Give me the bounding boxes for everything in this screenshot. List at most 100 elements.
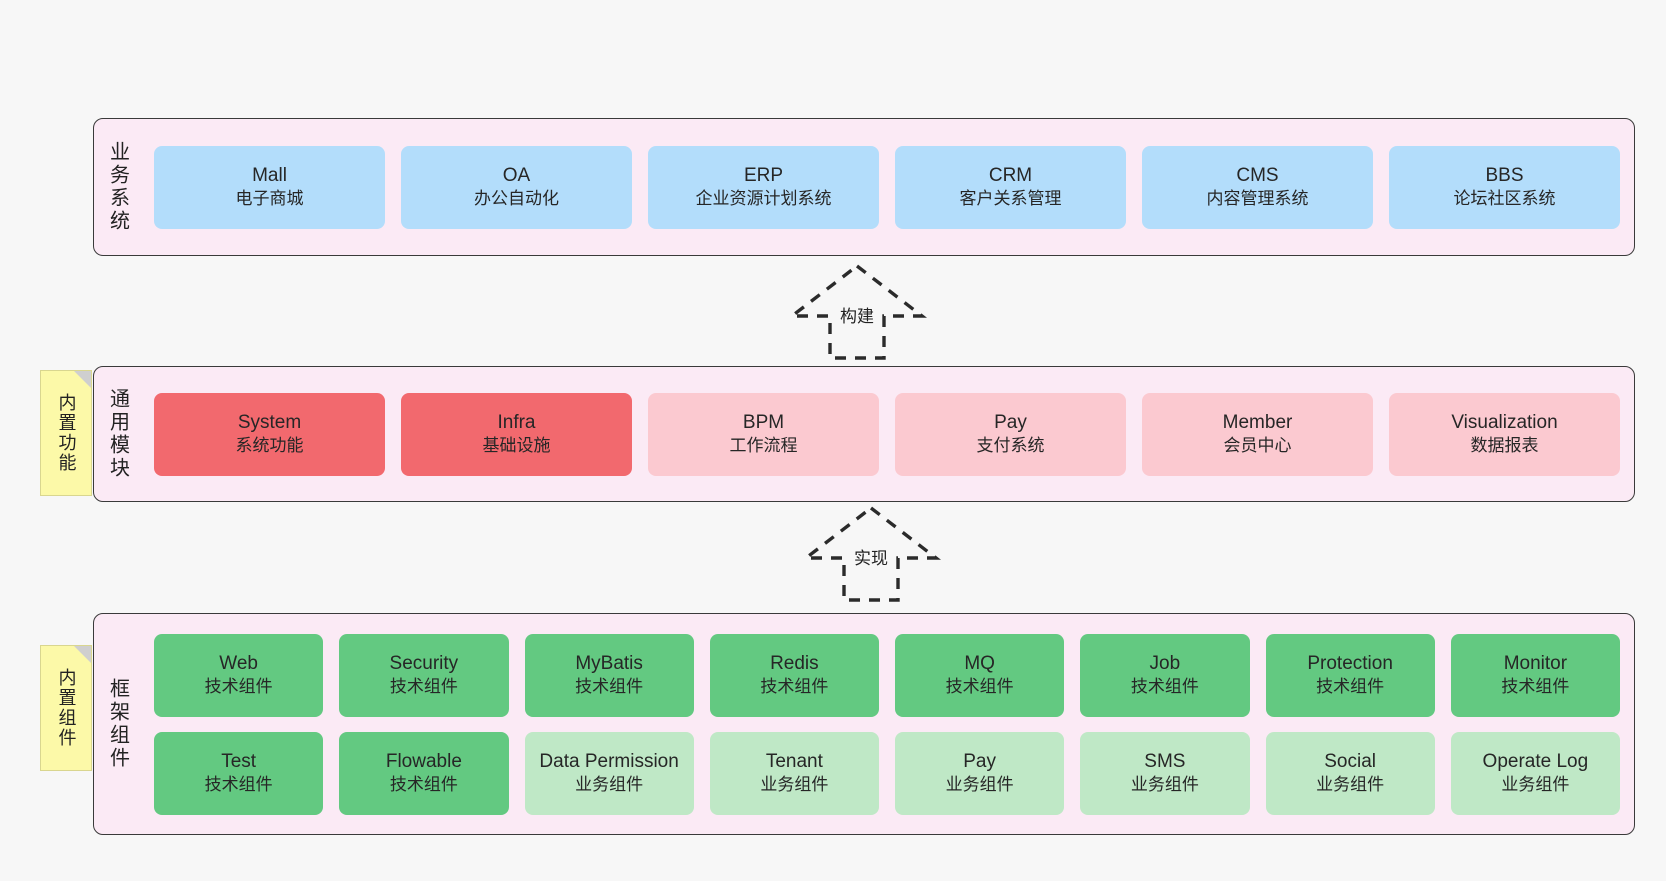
card-title-cn: 技术组件 [760, 677, 829, 697]
card-title-cn: 技术组件 [204, 775, 273, 795]
card-title-en: Test [221, 750, 257, 772]
card-title-cn: 支付系统 [976, 436, 1045, 456]
card-title-cn: 技术组件 [1130, 677, 1199, 697]
framework-card-job[interactable]: Job 技术组件 [1080, 633, 1250, 717]
framework-card-monitor[interactable]: Monitor 技术组件 [1450, 633, 1620, 717]
card-title-en: MQ [964, 652, 995, 674]
card-title-cn: 技术组件 [1501, 677, 1570, 697]
card-title-cn: 客户关系管理 [959, 189, 1062, 209]
connector-arrow-build: 构建 [772, 258, 942, 368]
card-title-cn: 会员中心 [1223, 436, 1292, 456]
layer-common-module: 通用模块 System 系统功能 Infra 基础设施 BPM 工作流程 Pay 支付系统 Me… [93, 366, 1635, 502]
card-title-en: Redis [770, 652, 819, 674]
card-title-en: Monitor [1503, 652, 1568, 674]
layer-framework-title: 框架组件 [106, 678, 129, 770]
card-title-en: Infra [497, 411, 536, 433]
layer-business-body: Mall 电子商城 OA 办公自动化 ERP 企业资源计划系统 CRM 客户关系管理 CMS 内容… [140, 119, 1634, 255]
business-card-crm[interactable]: CRM 客户关系管理 [895, 145, 1126, 229]
note-builtin-component: 内置组件 [40, 645, 92, 771]
card-title-en: Member [1222, 411, 1293, 433]
card-title-cn: 企业资源计划系统 [695, 189, 832, 209]
business-card-erp[interactable]: ERP 企业资源计划系统 [648, 145, 879, 229]
card-title-cn: 数据报表 [1470, 436, 1539, 456]
card-title-en: BBS [1485, 164, 1524, 186]
card-title-cn: 技术组件 [389, 677, 458, 697]
framework-card-operate-log[interactable]: Operate Log 业务组件 [1450, 731, 1620, 815]
framework-card-mybatis[interactable]: MyBatis 技术组件 [524, 633, 694, 717]
card-title-cn: 业务组件 [575, 775, 644, 795]
card-title-cn: 业务组件 [760, 775, 829, 795]
framework-card-tenant[interactable]: Tenant 业务组件 [709, 731, 879, 815]
framework-card-protection[interactable]: Protection 技术组件 [1265, 633, 1435, 717]
card-title-cn: 内容管理系统 [1206, 189, 1309, 209]
layer-modules-body: System 系统功能 Infra 基础设施 BPM 工作流程 Pay 支付系统 Member 会… [140, 367, 1634, 501]
card-title-cn: 办公自动化 [474, 189, 559, 209]
card-title-cn: 电子商城 [235, 189, 304, 209]
framework-card-sms[interactable]: SMS 业务组件 [1080, 731, 1250, 815]
card-title-en: Pay [963, 750, 996, 772]
module-card-visualization[interactable]: Visualization 数据报表 [1389, 392, 1620, 476]
card-title-cn: 业务组件 [1130, 775, 1199, 795]
framework-card-mq[interactable]: MQ 技术组件 [895, 633, 1065, 717]
business-card-oa[interactable]: OA 办公自动化 [401, 145, 632, 229]
card-title-en: SMS [1144, 750, 1186, 772]
card-title-en: Web [219, 652, 258, 674]
card-title-cn: 工作流程 [729, 436, 798, 456]
card-title-en: Protection [1307, 652, 1393, 674]
card-title-en: Operate Log [1482, 750, 1589, 772]
business-card-mall[interactable]: Mall 电子商城 [154, 145, 385, 229]
card-title-cn: 业务组件 [1501, 775, 1570, 795]
module-card-pay[interactable]: Pay 支付系统 [895, 392, 1126, 476]
card-title-en: BPM [742, 411, 785, 433]
card-title-cn: 论坛社区系统 [1453, 189, 1556, 209]
module-card-row: System 系统功能 Infra 基础设施 BPM 工作流程 Pay 支付系统 Member 会… [154, 392, 1620, 476]
note-builtin-function: 内置功能 [40, 370, 92, 496]
card-title-en: Security [389, 652, 459, 674]
card-title-cn: 基础设施 [482, 436, 551, 456]
framework-card-pay[interactable]: Pay 业务组件 [895, 731, 1065, 815]
card-title-cn: 技术组件 [389, 775, 458, 795]
framework-card-test[interactable]: Test 技术组件 [154, 731, 324, 815]
card-title-cn: 业务组件 [945, 775, 1014, 795]
card-title-en: Pay [994, 411, 1027, 433]
framework-card-social[interactable]: Social 业务组件 [1265, 731, 1435, 815]
card-title-cn: 技术组件 [1316, 677, 1385, 697]
card-title-en: Job [1149, 652, 1181, 674]
module-card-system[interactable]: System 系统功能 [154, 392, 385, 476]
framework-card-web[interactable]: Web 技术组件 [154, 633, 324, 717]
card-title-en: Visualization [1451, 411, 1558, 433]
module-card-bpm[interactable]: BPM 工作流程 [648, 392, 879, 476]
business-card-bbs[interactable]: BBS 论坛社区系统 [1389, 145, 1620, 229]
card-title-en: Mall [252, 164, 287, 186]
layer-business-title: 业务系统 [106, 141, 129, 233]
card-title-en: CRM [988, 164, 1033, 186]
business-card-row: Mall 电子商城 OA 办公自动化 ERP 企业资源计划系统 CRM 客户关系管理 CMS 内容… [154, 145, 1620, 229]
framework-card-flowable[interactable]: Flowable 技术组件 [339, 731, 509, 815]
framework-card-redis[interactable]: Redis 技术组件 [709, 633, 879, 717]
business-card-cms[interactable]: CMS 内容管理系统 [1142, 145, 1373, 229]
card-title-en: OA [502, 164, 531, 186]
card-title-en: Social [1324, 750, 1376, 772]
card-title-en: Tenant [765, 750, 823, 772]
layer-modules-title: 通用模块 [106, 388, 129, 480]
card-title-cn: 系统功能 [235, 436, 304, 456]
card-title-en: ERP [743, 164, 784, 186]
framework-card-security[interactable]: Security 技术组件 [339, 633, 509, 717]
card-title-cn: 技术组件 [204, 677, 273, 697]
connector-arrow-implement: 实现 [786, 500, 956, 610]
card-title-en: CMS [1236, 164, 1279, 186]
layer-business-system: 业务系统 Mall 电子商城 OA 办公自动化 ERP 企业资源计划系统 CRM 客户关系管理… [93, 118, 1635, 256]
module-card-member[interactable]: Member 会员中心 [1142, 392, 1373, 476]
card-title-cn: 业务组件 [1316, 775, 1385, 795]
card-title-cn: 技术组件 [945, 677, 1014, 697]
card-title-en: System [237, 411, 302, 433]
card-title-cn: 技术组件 [575, 677, 644, 697]
card-title-en: Flowable [385, 750, 462, 772]
card-title-en: MyBatis [575, 652, 643, 674]
module-card-infra[interactable]: Infra 基础设施 [401, 392, 632, 476]
